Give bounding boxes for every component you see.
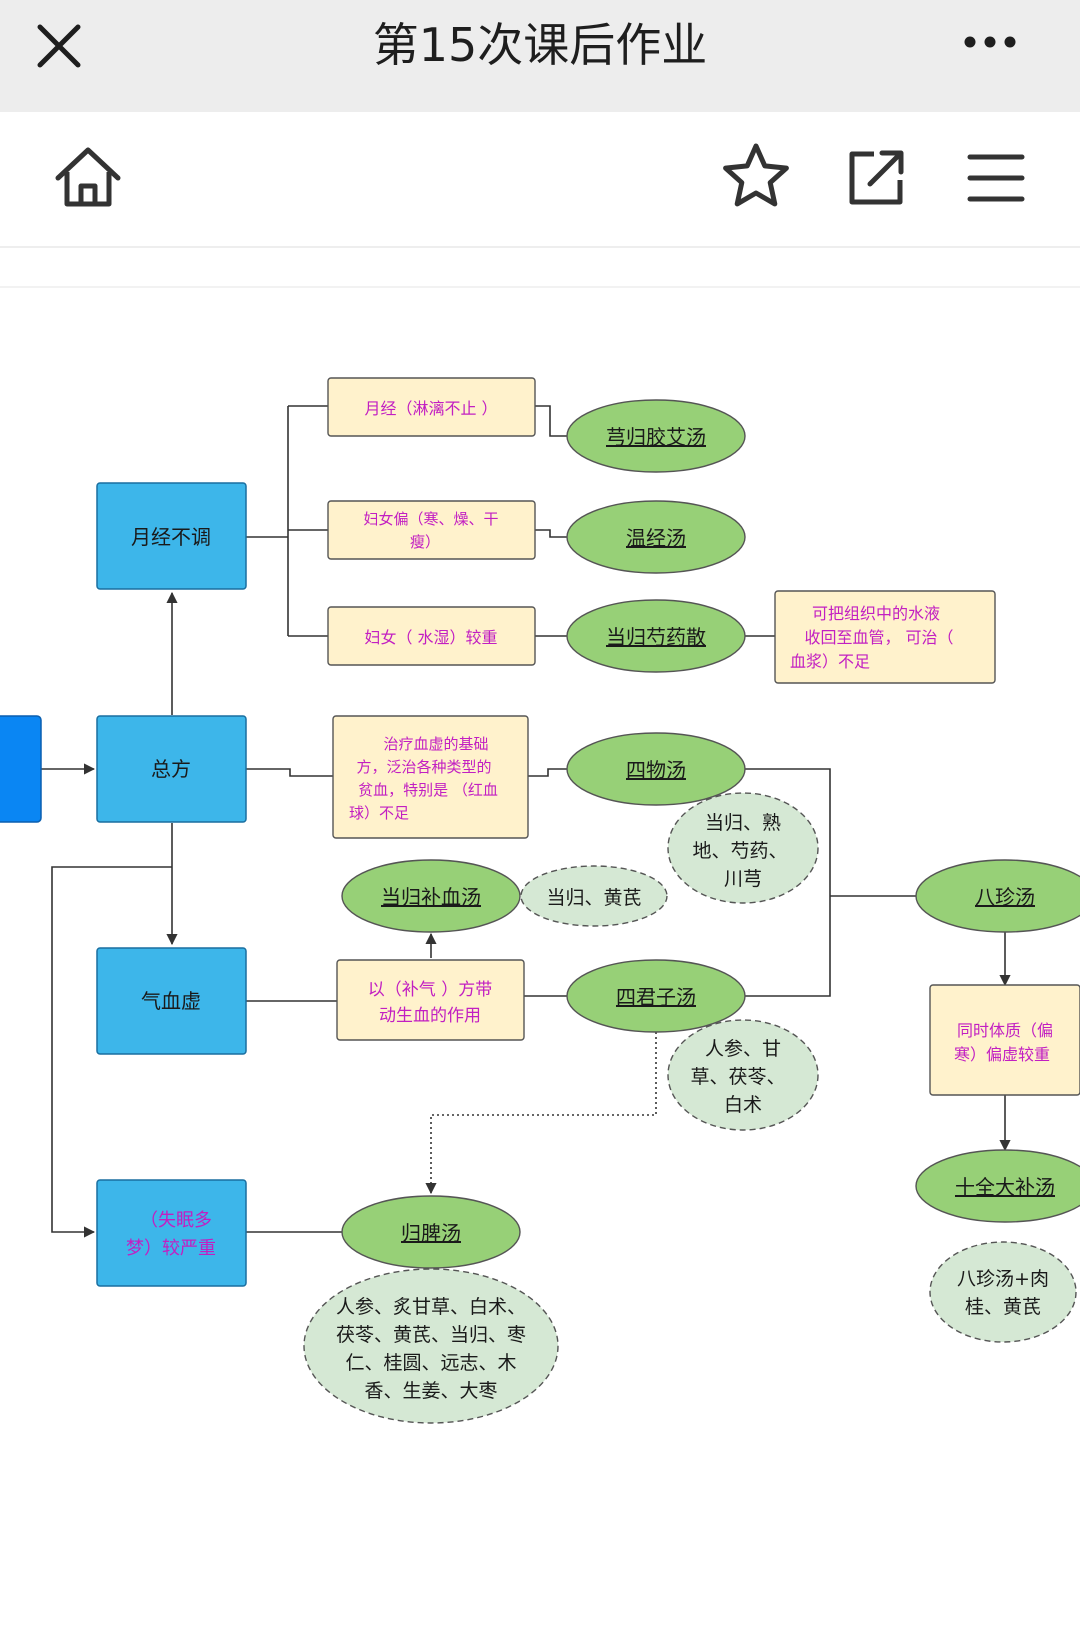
- condition-text: 月经（淋漓不止 ）: [364, 399, 497, 418]
- formula-label: 当归芍药散: [606, 625, 706, 649]
- ingredient-text: 当归、熟: [705, 812, 781, 834]
- ingredient-node: [667, 792, 819, 904]
- menu-icon: [967, 154, 1025, 202]
- ingredient-text: 川芎: [724, 868, 762, 890]
- node-qixuexu-label: 气血虚: [141, 989, 201, 1013]
- node-zongfang: [96, 715, 247, 823]
- formula-node: [566, 599, 746, 673]
- condition-box: [929, 984, 1080, 1096]
- formula-node: [566, 959, 746, 1033]
- ingredient-nodes: 当归、熟 地、芍药、 川芎 当归、黄芪 人参、甘 草、茯苓、 白术 人参、炙甘草…: [303, 792, 1077, 1424]
- connectors: [41, 405, 1011, 1238]
- ingredient-text: 茯苓、黄芪、当归、枣: [336, 1324, 526, 1346]
- formula-label: 当归补血汤: [381, 885, 481, 909]
- blue-nodes: 月经不调 总方 气血虚 （失眠多 梦）较严重: [0, 482, 247, 1287]
- condition-text: 方，泛治各种类型的: [356, 758, 491, 776]
- home-icon: [55, 147, 121, 207]
- condition-text: 可把组织中的水液: [812, 604, 940, 623]
- ingredient-text: 地、芍药、: [692, 840, 787, 862]
- condition-text: 球）不足: [349, 804, 409, 822]
- star-icon: [723, 143, 789, 207]
- formula-node: [915, 1149, 1080, 1223]
- node-yuejing-butiao: [96, 482, 247, 590]
- close-button[interactable]: [30, 18, 90, 78]
- ingredient-node: [667, 1019, 819, 1131]
- formula-label: 芎归胶艾汤: [606, 425, 706, 449]
- share-button[interactable]: [838, 140, 914, 216]
- ingredient-node: [929, 1241, 1077, 1343]
- formula-node: [915, 859, 1080, 933]
- ingredient-text: 香、生姜、大枣: [364, 1380, 497, 1402]
- node-qixuexu: [96, 947, 247, 1055]
- condition-box: [327, 500, 536, 560]
- ingredient-text: 人参、炙甘草、白术、: [336, 1296, 526, 1318]
- condition-box: [336, 959, 525, 1041]
- more-button[interactable]: [960, 22, 1030, 66]
- node-shimian-label-line: （失眠多: [140, 1210, 212, 1231]
- ingredient-text: 白术: [724, 1094, 762, 1116]
- favorite-button[interactable]: [718, 140, 794, 216]
- formula-node: [566, 732, 746, 806]
- formula-node: [341, 1195, 521, 1269]
- ingredient-text: 当归、黄芪: [546, 887, 641, 909]
- condition-text: 贫血，特别是 （红血: [358, 781, 498, 799]
- formula-label: 十全大补汤: [955, 1175, 1055, 1199]
- ingredient-node: [303, 1268, 559, 1424]
- condition-text: 瘦）: [410, 533, 440, 551]
- ingredient-text: 桂、黄芪: [965, 1296, 1041, 1318]
- ingredient-node: [520, 865, 668, 927]
- condition-text: 收回至血管， 可治（: [804, 628, 953, 647]
- node-yuejing-butiao-label: 月经不调: [131, 525, 211, 549]
- condition-text: 以（补气 ）方带: [368, 980, 492, 1000]
- formula-label: 八珍汤: [975, 885, 1035, 909]
- menu-button[interactable]: [958, 140, 1034, 216]
- condition-box: [774, 590, 996, 684]
- close-icon: [37, 24, 81, 68]
- formula-node: [566, 500, 746, 574]
- condition-text: 动生血的作用: [379, 1006, 481, 1026]
- formula-label: 四君子汤: [616, 985, 696, 1009]
- node-zongfang-label: 总方: [151, 757, 191, 781]
- node-shimian: [96, 1179, 247, 1287]
- more-icon: [964, 36, 1016, 48]
- formula-nodes: 芎归胶艾汤 温经汤 当归芍药散 四物汤 当归补血汤 四君子汤 八珍汤 归脾汤 十…: [341, 399, 1080, 1269]
- divider: [0, 286, 1080, 288]
- node-shimian-label-line: 梦）较严重: [126, 1238, 216, 1259]
- condition-box: [332, 715, 529, 839]
- condition-text: 同时体质（偏: [957, 1021, 1053, 1040]
- condition-text: 血浆）不足: [790, 652, 870, 671]
- formula-label: 温经汤: [626, 526, 686, 550]
- formula-node: [566, 399, 746, 473]
- sidebar-tab[interactable]: [0, 715, 42, 823]
- condition-text: 妇女偏（寒、燥、干: [363, 510, 498, 528]
- toolbar: [0, 112, 1080, 248]
- condition-box: [327, 377, 536, 437]
- ingredient-text: 八珍汤+肉: [957, 1268, 1049, 1290]
- formula-node: [341, 859, 521, 933]
- condition-box: [327, 606, 536, 666]
- ingredient-text: 人参、甘: [705, 1038, 781, 1060]
- condition-text: 治疗血虚的基础: [383, 735, 488, 753]
- formula-label: 四物汤: [626, 758, 686, 782]
- ingredient-text: 仁、桂圆、远志、木: [345, 1352, 516, 1374]
- home-button[interactable]: [50, 140, 126, 216]
- condition-text: 妇女（ 水湿）较重: [364, 628, 497, 647]
- condition-boxes: 月经（淋漓不止 ） 妇女偏（寒、燥、干 瘦） 妇女（ 水湿）较重 治疗血虚的基础…: [327, 377, 1080, 1096]
- ingredient-text: 草、茯苓、: [690, 1066, 785, 1088]
- condition-text: 寒）偏虚较重: [954, 1045, 1050, 1064]
- formula-label: 归脾汤: [401, 1221, 461, 1245]
- share-icon: [849, 150, 904, 205]
